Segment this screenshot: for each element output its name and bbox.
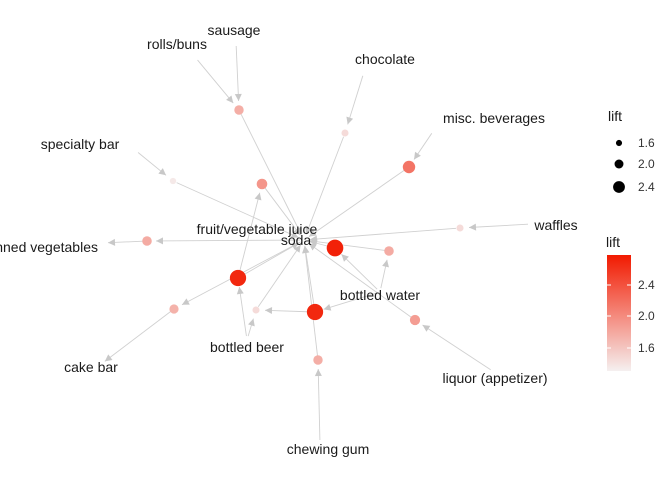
edge-25 [309, 240, 386, 251]
edge-28 [422, 324, 491, 371]
rule-node-8 [169, 304, 179, 314]
edge-arrowhead-29 [308, 243, 317, 251]
edge-31 [304, 245, 318, 357]
item-label-cake-bar: cake bar [64, 359, 118, 375]
color-legend: lift 2.4 2.0 1.6 [606, 234, 655, 371]
item-label-sausage: sausage [208, 22, 261, 38]
rule-node-6 [326, 239, 344, 257]
color-legend-tick-1-6: 1.6 [638, 341, 655, 355]
edges-layer [104, 45, 529, 441]
rule-node-2 [169, 177, 177, 185]
edge-arrowhead-3 [346, 116, 354, 125]
edge-arrowhead-11 [107, 238, 116, 246]
edge-arrowhead-13 [104, 354, 113, 362]
edge-17 [238, 192, 261, 275]
edge-4 [305, 136, 344, 235]
edge-29 [308, 243, 413, 319]
edge-13 [104, 311, 172, 362]
edge-0 [235, 45, 240, 102]
edge-arrowhead-5 [414, 151, 421, 160]
rule-node-12 [306, 303, 324, 321]
size-legend-title: lift [608, 108, 622, 124]
edge-21 [304, 245, 315, 309]
edge-arrowhead-18 [236, 286, 244, 295]
size-legend-tick-2-4: 2.4 [638, 180, 655, 194]
edge-arrowhead-30 [314, 368, 322, 377]
edge-1 [197, 59, 234, 104]
edge-2 [240, 113, 302, 235]
edge-arrowhead-15 [293, 227, 301, 236]
rule-node-3 [402, 160, 416, 174]
edge-arrowhead-31 [302, 245, 309, 254]
rule-node-7 [384, 246, 394, 256]
item-label-rolls-buns: rolls/buns [147, 36, 207, 52]
edge-arrowhead-4 [305, 226, 312, 235]
rule-node-1 [341, 129, 349, 137]
edge-arrowhead-24 [382, 259, 389, 268]
edge-arrowhead-9 [468, 223, 477, 231]
color-legend-title: lift [606, 234, 620, 250]
color-legend-tick-2-0: 2.0 [638, 309, 655, 323]
edge-arrowhead-0 [234, 93, 242, 102]
item-label-misc-beverages: misc. beverages [443, 110, 545, 126]
item-label-bottled-water: bottled water [340, 287, 420, 303]
edge-23 [323, 292, 377, 310]
size-legend-tick-1-6: 1.6 [638, 136, 655, 150]
edge-6 [308, 168, 406, 237]
item-label-specialty-bar: specialty bar [41, 136, 120, 152]
rule-nodes-layer [142, 105, 464, 365]
edge-arrowhead-7 [158, 168, 167, 176]
item-label-waffles: waffles [533, 217, 577, 233]
edge-18 [238, 286, 247, 337]
item-label-canned-vegetables: canned vegetables [0, 239, 98, 255]
edge-arrowhead-27 [341, 254, 349, 262]
rule-node-14 [456, 224, 464, 232]
size-legend: lift 1.6 2.0 2.4 [608, 108, 655, 194]
edge-arrowhead-14 [181, 298, 190, 305]
item-label-fruit-vegetable-juice: fruit/vegetable juice [197, 221, 318, 237]
size-legend-tick-2-0: 2.0 [638, 157, 655, 171]
edge-arrowhead-28 [422, 324, 431, 332]
rule-node-9 [409, 314, 421, 326]
edge-arrowhead-8 [290, 231, 299, 238]
edge-30 [317, 368, 321, 441]
rule-node-11 [252, 306, 260, 314]
edge-15 [264, 186, 301, 236]
edge-10 [309, 227, 457, 240]
size-legend-key-large [613, 181, 625, 193]
edge-arrowhead-20 [293, 244, 301, 253]
edge-arrowhead-23 [323, 303, 332, 311]
edge-arrowhead-19 [248, 318, 255, 327]
item-labels-layer: sausage rolls/buns chocolate misc. bever… [0, 22, 578, 457]
rule-node-5 [142, 236, 152, 246]
edge-22 [264, 309, 312, 313]
edge-arrowhead-17 [254, 192, 262, 201]
rule-node-4 [256, 178, 268, 190]
edge-9 [468, 223, 529, 228]
edge-arrowhead-22 [264, 307, 273, 315]
item-label-chocolate: chocolate [355, 51, 415, 67]
edge-8 [176, 182, 299, 238]
size-legend-key-small [615, 139, 623, 147]
edge-16 [241, 242, 300, 277]
rule-node-13 [313, 355, 323, 365]
edge-27 [341, 253, 378, 290]
item-label-liquor-appetizer: liquor (appetizer) [442, 370, 547, 386]
edge-12 [155, 239, 301, 242]
item-label-bottled-beer: bottled beer [210, 339, 284, 355]
edge-3 [347, 75, 364, 125]
rule-node-0 [234, 105, 244, 115]
size-legend-key-medium [614, 159, 624, 169]
item-label-chewing-gum: chewing gum [287, 441, 370, 457]
edge-arrowhead-12 [155, 237, 164, 245]
color-legend-colorbar [607, 255, 631, 371]
color-legend-tick-2-4: 2.4 [638, 278, 655, 292]
rule-node-10 [229, 269, 247, 287]
edge-arrowhead-6 [308, 229, 317, 237]
edge-20 [257, 244, 301, 307]
item-label-soda: soda [281, 232, 312, 248]
edge-arrowhead-1 [226, 95, 234, 104]
edge-arrowhead-16 [290, 242, 299, 250]
